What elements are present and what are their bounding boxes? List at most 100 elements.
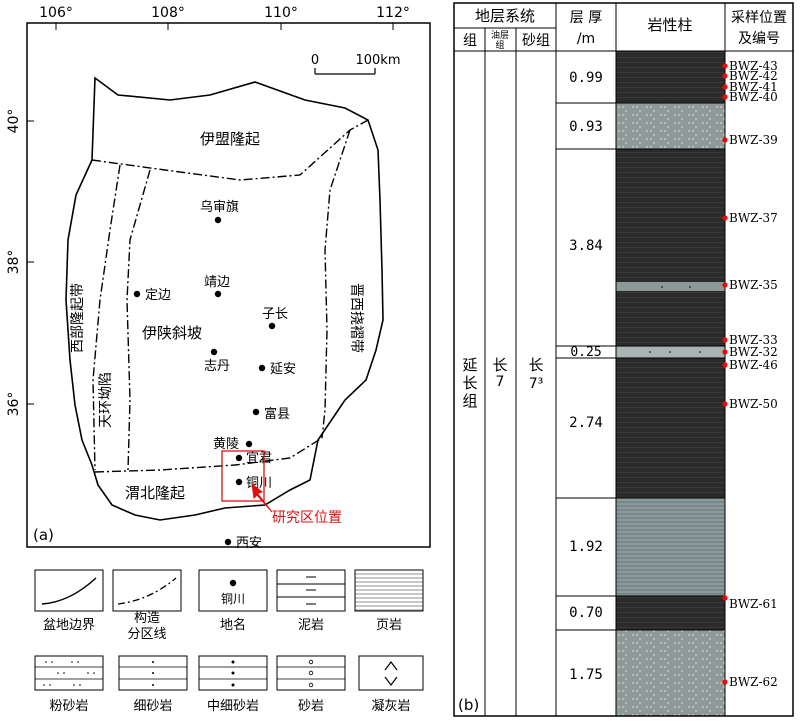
litho-mud-4	[616, 358, 725, 498]
legend-box-siltstone	[34, 655, 104, 691]
city-jingbian: 靖边	[204, 275, 230, 290]
legend: 铜川 盆地边界 构造 分区线 地名 泥岩 页岩 粉砂岩 细砂岩 中细砂岩 砂岩 …	[34, 569, 424, 714]
litho-mud-2	[616, 149, 725, 282]
thickness-1: 0.99	[569, 70, 603, 86]
header-sample-2: 及编号	[738, 31, 780, 47]
legend-label-medium-fine-sandstone: 中细砂岩	[207, 699, 259, 714]
legend-box-shale	[354, 569, 424, 612]
legend-box-basin	[34, 569, 104, 612]
strata-group-1: 延	[462, 356, 477, 374]
header-system: 地层系统	[475, 7, 535, 25]
scale-zero: 0	[311, 53, 319, 68]
city-tongchuan: 铜川	[246, 476, 272, 491]
litho-silt-thin	[616, 282, 725, 291]
sample-bwz-43: BWZ-43	[729, 59, 778, 73]
legend-label-shale: 页岩	[376, 618, 402, 633]
sample-bwz-33: BWZ-33	[729, 333, 778, 347]
legend-label-mudstone: 泥岩	[298, 618, 324, 633]
city-dingbian: 定边	[145, 288, 171, 303]
map-frame	[26, 22, 431, 548]
legend-sample-tongchuan: 铜川	[221, 591, 245, 606]
legend-box-placename	[198, 569, 268, 612]
strata-group-3: 组	[462, 392, 477, 410]
legend-label-basin: 盆地边界	[43, 618, 95, 633]
lon-tick-106: 106°	[39, 5, 73, 21]
header-group: 组	[463, 33, 477, 49]
sample-bwz-35: BWZ-35	[729, 278, 778, 292]
header-thickness-2: /m	[577, 31, 595, 47]
header-thickness-1: 层 厚	[570, 10, 602, 26]
sample-bwz-61: BWZ-61	[729, 597, 778, 611]
header-sample-1: 采样位置	[731, 10, 787, 26]
legend-label-division-1: 构造	[134, 611, 160, 626]
lat-tick-40: 40°	[6, 109, 22, 134]
litho-mud-3	[616, 291, 725, 346]
region-xibu: 西部隆起带	[70, 283, 86, 353]
litho-mud-1	[616, 51, 725, 103]
basin-boundary	[65, 76, 384, 521]
lon-tick-108: 108°	[151, 5, 185, 21]
header-sand-group: 砂组	[522, 33, 550, 49]
lat-tick-38: 38°	[6, 250, 22, 275]
map-panel: 106° 108° 110° 112° 40° 38° 36° 0 100km	[6, 5, 431, 551]
header-oil-layer-1: 油层	[491, 29, 509, 41]
legend-box-division	[112, 569, 182, 612]
lon-ticks	[55, 23, 394, 30]
strata-oil-2: 7	[496, 374, 505, 390]
sample-bwz-50: BWZ-50	[729, 397, 778, 411]
legend-label-placename: 地名	[220, 617, 246, 633]
scale-100km: 100km	[355, 53, 400, 68]
thickness-4: 0.25	[570, 345, 601, 360]
sample-bwz-39: BWZ-39	[729, 133, 778, 147]
legend-label-sandstone: 砂岩	[298, 699, 324, 714]
thickness-7: 0.70	[569, 605, 603, 621]
sample-dots	[722, 63, 728, 685]
sample-bwz-41: BWZ-41	[729, 80, 778, 94]
region-yimeng: 伊盟隆起	[200, 130, 260, 148]
study-area-label: 研究区位置	[272, 510, 342, 526]
study-area-box	[221, 450, 265, 502]
lat-tick-36: 36°	[6, 392, 22, 417]
city-dots	[133, 216, 276, 546]
scale-bar	[314, 68, 376, 75]
city-xian: 西安	[236, 536, 262, 551]
division-lines	[91, 119, 369, 473]
sample-bwz-40: BWZ-40	[729, 90, 778, 104]
city-zichang: 子长	[262, 307, 288, 322]
thickness-6: 1.92	[569, 539, 603, 555]
city-huangling: 黄陵	[213, 437, 239, 452]
city-yijun: 宜君	[246, 451, 272, 466]
sample-bwz-42: BWZ-42	[729, 69, 778, 83]
strata-oil-1: 长	[492, 356, 507, 374]
region-weibei: 渭北隆起	[125, 484, 185, 502]
region-jinxi: 晋西挠褶带	[348, 283, 364, 353]
sample-bwz-32: BWZ-32	[729, 345, 778, 359]
thickness-5: 2.74	[569, 415, 603, 431]
city-fuxian: 富县	[264, 406, 290, 422]
column-panel: 地层系统 组 油层 组 砂组 层 厚 /m 岩性柱 采样位置 及编号 延 长 组…	[453, 2, 794, 717]
legend-box-sandstone	[276, 655, 346, 691]
strata-sand-1: 长	[528, 356, 543, 374]
column-panel-label: (b)	[458, 696, 479, 714]
city-zhidan: 志丹	[204, 359, 230, 374]
strata-sand-2: 7³	[529, 376, 544, 392]
city-yanan: 延安	[270, 362, 296, 377]
column-grid	[453, 2, 794, 717]
legend-label-division-2: 分区线	[127, 627, 166, 642]
thickness-3: 3.84	[569, 238, 603, 254]
sample-bwz-62: BWZ-62	[729, 675, 778, 689]
legend-label-tuff: 凝灰岩	[371, 698, 410, 714]
header-lithology: 岩性柱	[647, 16, 692, 34]
sample-bwz-37: BWZ-37	[729, 211, 778, 225]
sample-bwz-46: BWZ-46	[729, 358, 778, 372]
lon-tick-110: 110°	[264, 5, 298, 21]
city-wushenqi: 乌审旗	[200, 199, 239, 215]
legend-label-fine-sandstone: 细砂岩	[133, 699, 172, 714]
litho-shale	[616, 498, 725, 596]
thickness-2: 0.93	[569, 119, 603, 135]
lat-ticks	[27, 120, 34, 405]
litho-silt-1	[616, 103, 725, 149]
region-yishan: 伊陕斜坡	[142, 324, 202, 342]
thickness-8: 1.75	[569, 667, 603, 683]
